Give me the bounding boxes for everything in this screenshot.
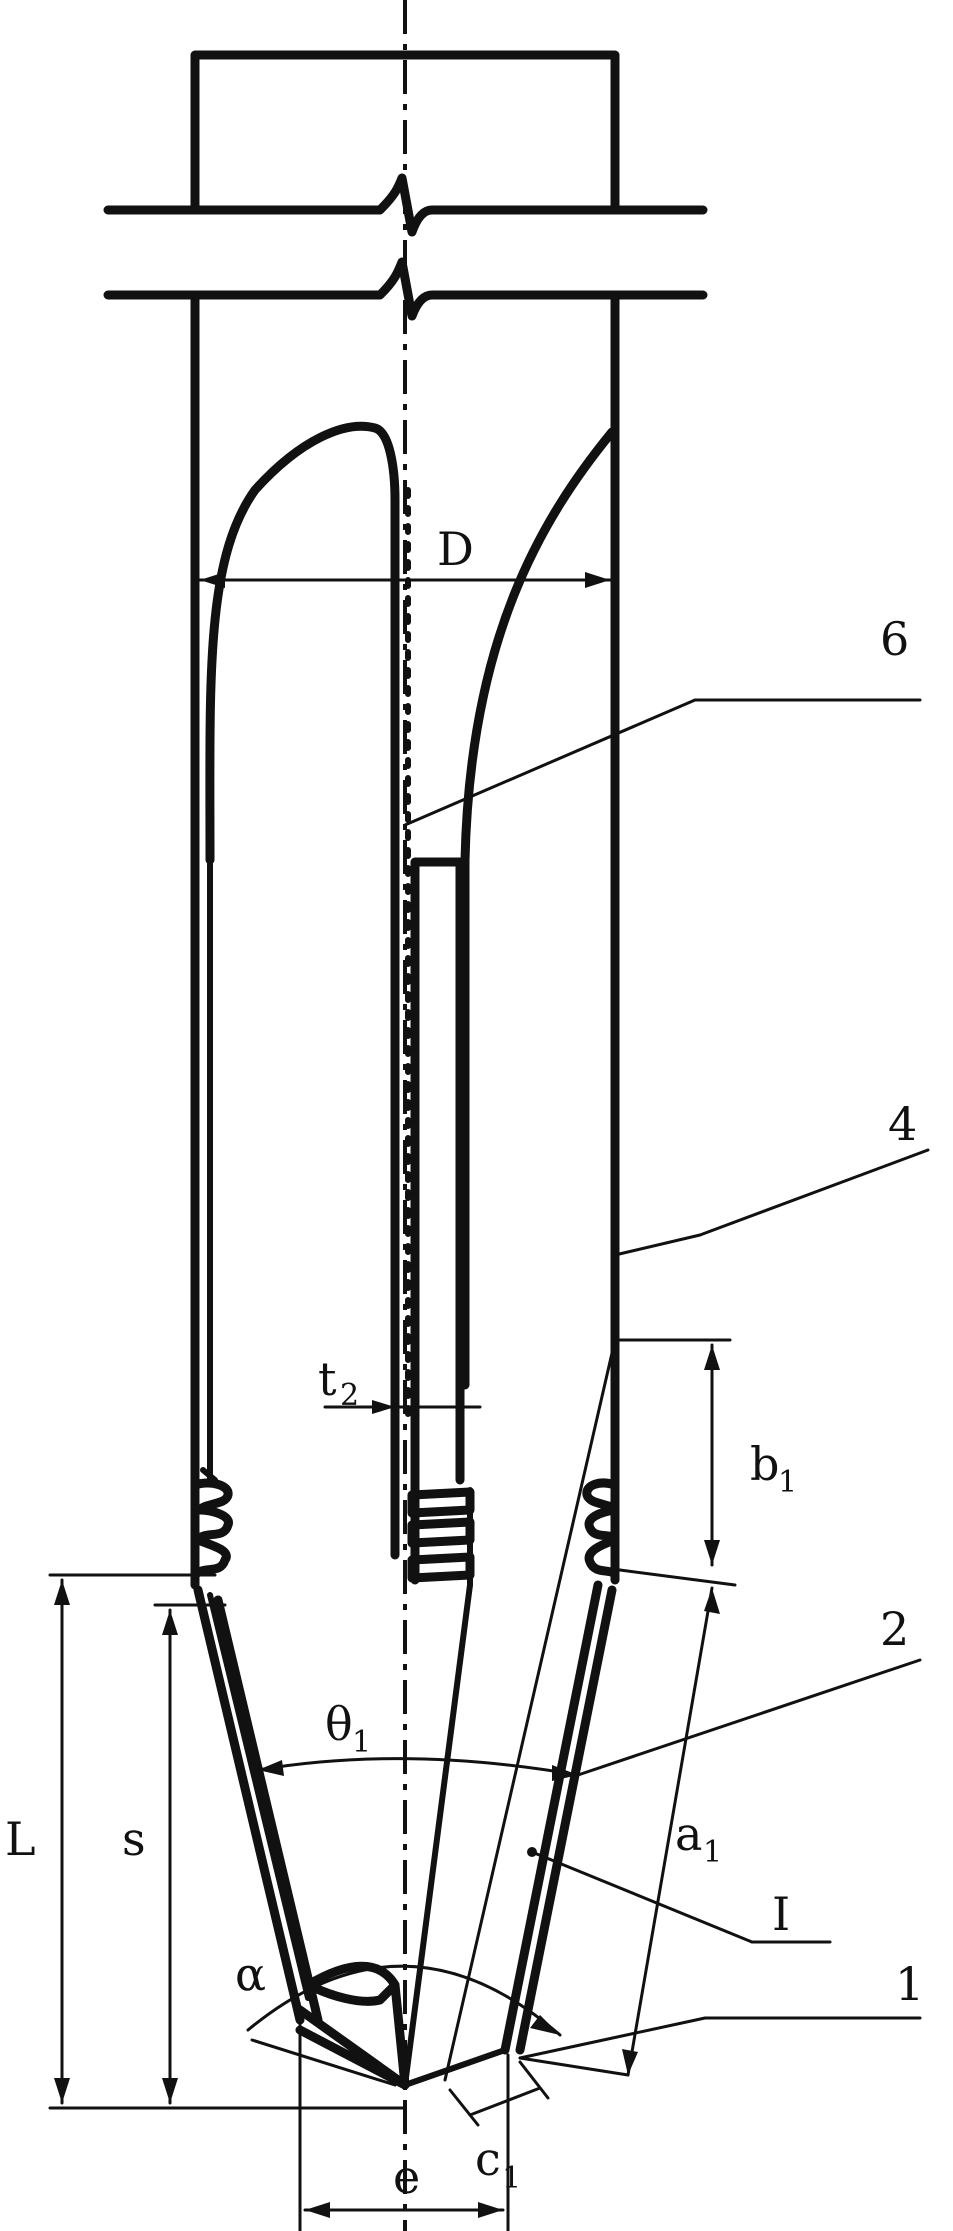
label-a-sub: 1 [703, 1835, 722, 1870]
right-cutting-edge-inner [500, 1580, 603, 2055]
label-theta: θ [325, 1697, 353, 1751]
label-c-sub: 1 [502, 2161, 521, 2196]
label-t: t [318, 1352, 337, 1406]
left-cutting-edge-inner [213, 1595, 323, 2025]
left-cutting-edge-outer [193, 1585, 305, 2025]
label-b-sub: 1 [778, 1465, 797, 1500]
label-6: 6 [880, 612, 909, 666]
label-2: 2 [880, 1602, 909, 1656]
alpha-arc [246, 1964, 562, 2037]
left-thread [190, 1478, 233, 1580]
label-theta-sub: 1 [352, 1725, 371, 1760]
leader-6 [403, 698, 697, 827]
shank-top [190, 50, 620, 215]
label-b: b [750, 1437, 779, 1491]
label-a: a [675, 1807, 702, 1861]
label-I: I [772, 1887, 790, 1941]
label-D: D [437, 522, 474, 576]
point-left [295, 2005, 410, 2090]
dimension-D [198, 572, 612, 588]
dimension-b1 [618, 1338, 737, 1587]
break-line-upper [103, 173, 708, 237]
dimension-e [298, 2023, 510, 2231]
label-t-sub: 2 [340, 1378, 359, 1413]
right-point-edge [402, 2047, 508, 2088]
leader-2 [576, 1658, 922, 1777]
dimension-a1 [518, 1586, 720, 2077]
label-e: e [393, 2150, 420, 2204]
taper-line [402, 1582, 473, 2088]
left-land-outer [200, 1467, 218, 1483]
right-cutting-edge-outer [515, 1585, 617, 2055]
label-1: 1 [895, 1957, 924, 2011]
right-thread [582, 1478, 620, 1580]
label-4: 4 [888, 1097, 917, 1151]
label-alpha: α [235, 1947, 266, 2001]
label-c: c [475, 2132, 501, 2186]
dimension-L [48, 1573, 407, 2110]
label-s: s [122, 1812, 146, 1866]
break-line-lower [103, 257, 708, 321]
theta-arc [256, 1757, 580, 1777]
lip-line [443, 1338, 617, 2082]
left-flute-curve [205, 421, 400, 865]
dimension-c1 [448, 2060, 550, 2127]
leader-4 [613, 1233, 702, 1257]
central-thread-blocks [407, 1487, 475, 1588]
dimension-s [153, 1603, 227, 2105]
dimension-t2 [323, 1400, 482, 1414]
leader-I [530, 1850, 754, 1944]
leader-1 [518, 2016, 707, 2060]
label-L: L [5, 1812, 36, 1866]
coolant-channel [410, 857, 465, 1585]
left-cutting-edge-relief [207, 1592, 311, 2001]
point-web-lower [310, 1980, 400, 2006]
